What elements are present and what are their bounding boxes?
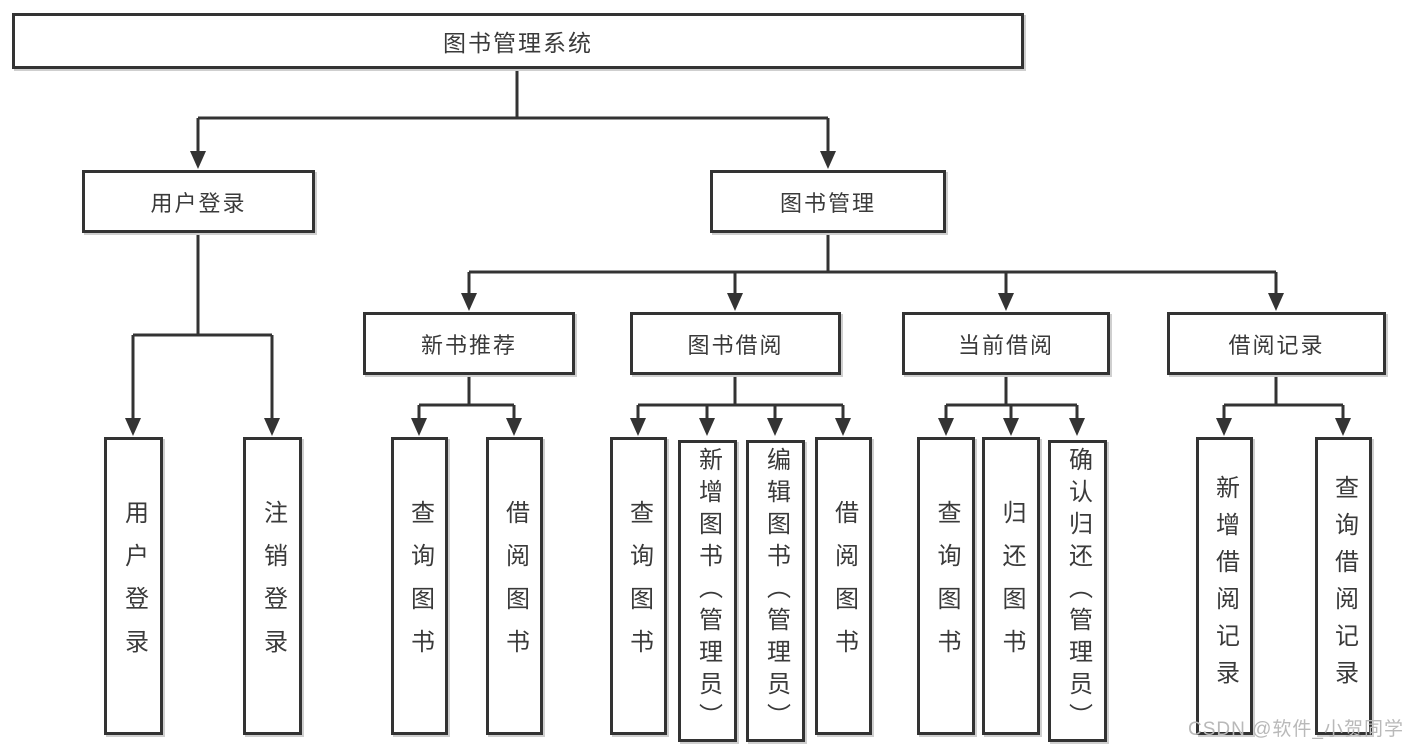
watermark: CSDN @软件_小贺同学 [1188, 719, 1404, 740]
node-label: 用户登录 [150, 190, 247, 216]
leaf-add-borrow-record: 新增借阅记录 [1196, 437, 1253, 735]
node-book-borrow: 图书借阅 [630, 312, 841, 375]
node-library-management-system: 图书管理系统 [12, 13, 1024, 69]
node-borrow-records: 借阅记录 [1167, 312, 1386, 375]
node-label: 注销登录 [259, 500, 287, 672]
node-label: 图书管理系统 [443, 30, 593, 56]
leaf-borrow-books: 借阅图书 [815, 437, 872, 735]
leaf-add-book-admin: 新增图书（管理员） [678, 440, 737, 742]
node-label: 归还图书 [998, 500, 1025, 672]
node-book-management: 图书管理 [710, 170, 946, 233]
leaf-return-books: 归还图书 [982, 437, 1040, 735]
node-label: 编辑图书（管理员） [762, 447, 790, 735]
node-new-book-recommend: 新书推荐 [363, 312, 575, 375]
node-label: 查询图书 [933, 500, 960, 672]
leaf-query-books-recommend: 查询图书 [391, 437, 448, 735]
node-user-login: 用户登录 [82, 170, 315, 233]
node-label: 查询借阅记录 [1330, 475, 1358, 697]
node-label: 借阅图书 [830, 500, 858, 672]
node-label: 确认归还（管理员） [1064, 447, 1092, 735]
leaf-borrow-books-recommend: 借阅图书 [486, 437, 543, 735]
node-label: 借阅图书 [501, 500, 529, 672]
tree-edges [131, 68, 1345, 425]
node-label: 图书管理 [779, 190, 876, 216]
leaf-query-borrow-record: 查询借阅记录 [1315, 437, 1372, 735]
node-label: 借阅记录 [1228, 332, 1325, 358]
leaf-query-books-current: 查询图书 [917, 437, 975, 735]
node-label: 新增借阅记录 [1211, 475, 1239, 697]
leaf-user-login: 用户登录 [104, 437, 163, 735]
node-label: 当前借阅 [957, 332, 1054, 358]
node-label: 新书推荐 [420, 332, 517, 358]
leaf-edit-book-admin: 编辑图书（管理员） [746, 440, 805, 742]
node-label: 用户登录 [120, 500, 148, 672]
arrowhead-icons [125, 151, 1351, 436]
node-label: 新增图书（管理员） [694, 447, 722, 735]
leaf-logout: 注销登录 [243, 437, 302, 735]
node-current-borrow: 当前借阅 [902, 312, 1110, 375]
node-label: 图书借阅 [687, 332, 784, 358]
node-label: 查询图书 [625, 500, 653, 672]
leaf-query-books-borrow: 查询图书 [610, 437, 667, 735]
leaf-confirm-return-admin: 确认归还（管理员） [1048, 440, 1107, 742]
node-label: 查询图书 [406, 500, 434, 672]
